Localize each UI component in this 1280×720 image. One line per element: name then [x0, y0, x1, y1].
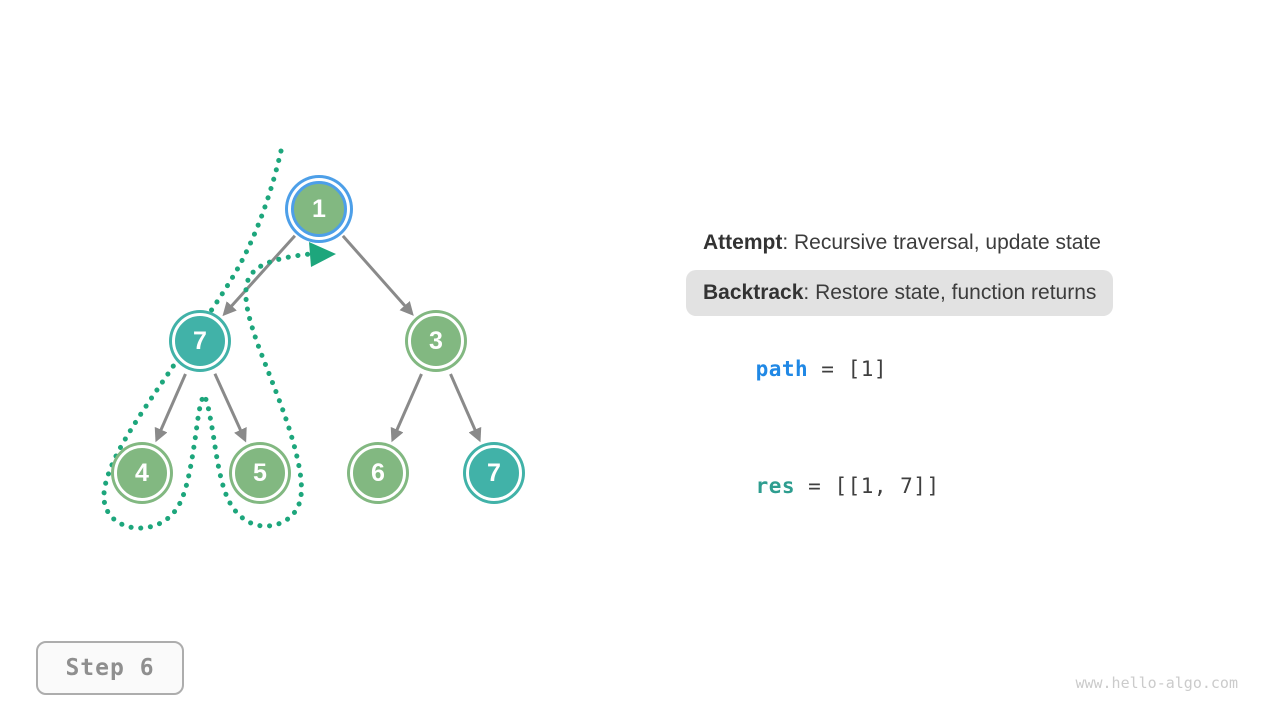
attempt-text: : Recursive traversal, update state [782, 231, 1101, 254]
path-state-line: path = [1] [703, 333, 887, 405]
node-value: 3 [429, 326, 443, 355]
edge-1-7 [222, 234, 297, 317]
node-value: 4 [135, 458, 149, 487]
tree-edges [154, 234, 482, 443]
path-variable-name: path [755, 357, 809, 381]
tree-node-1-current: 1 [291, 181, 347, 237]
edge-7-4 [154, 373, 187, 443]
traversal-arrowhead-icon [309, 242, 336, 267]
path-variable-value: = [1] [808, 357, 888, 381]
tree-edges-layer [101, 148, 482, 531]
tree-node-7-right: 7 [466, 445, 522, 501]
tree-node-4: 4 [114, 445, 170, 501]
node-value: 7 [193, 326, 207, 355]
node-value: 1 [312, 194, 326, 223]
tree-node-7-left: 7 [172, 313, 228, 369]
node-value: 6 [371, 458, 385, 487]
edge-3-6 [390, 373, 423, 443]
backtrack-text: : Restore state, function returns [803, 281, 1097, 304]
watermark-url: www.hello-algo.com [1075, 674, 1238, 692]
attempt-label: Attempt [703, 231, 783, 254]
node-value: 5 [253, 458, 267, 487]
tree-node-3: 3 [408, 313, 464, 369]
attempt-caption: Attempt: Recursive traversal, update sta… [703, 231, 1223, 255]
res-state-line: res = [[1, 7]] [703, 450, 940, 522]
tree-node-5: 5 [232, 445, 288, 501]
binary-tree-diagram: 1 7 3 4 5 6 7 [101, 148, 522, 531]
step-badge: Step 6 [36, 641, 184, 695]
edge-3-7 [449, 373, 482, 443]
res-variable-name: res [755, 474, 796, 498]
step-badge-label: Step 6 [65, 655, 155, 681]
backtrack-label: Backtrack [703, 281, 804, 304]
edge-1-3 [341, 234, 414, 316]
backtrack-caption-chip: Backtrack: Restore state, function retur… [686, 270, 1114, 316]
node-value: 7 [487, 458, 501, 487]
res-variable-value: = [[1, 7]] [795, 474, 940, 498]
traversal-path-dotted [101, 148, 313, 531]
tree-node-6: 6 [350, 445, 406, 501]
edge-7-5 [213, 373, 247, 443]
